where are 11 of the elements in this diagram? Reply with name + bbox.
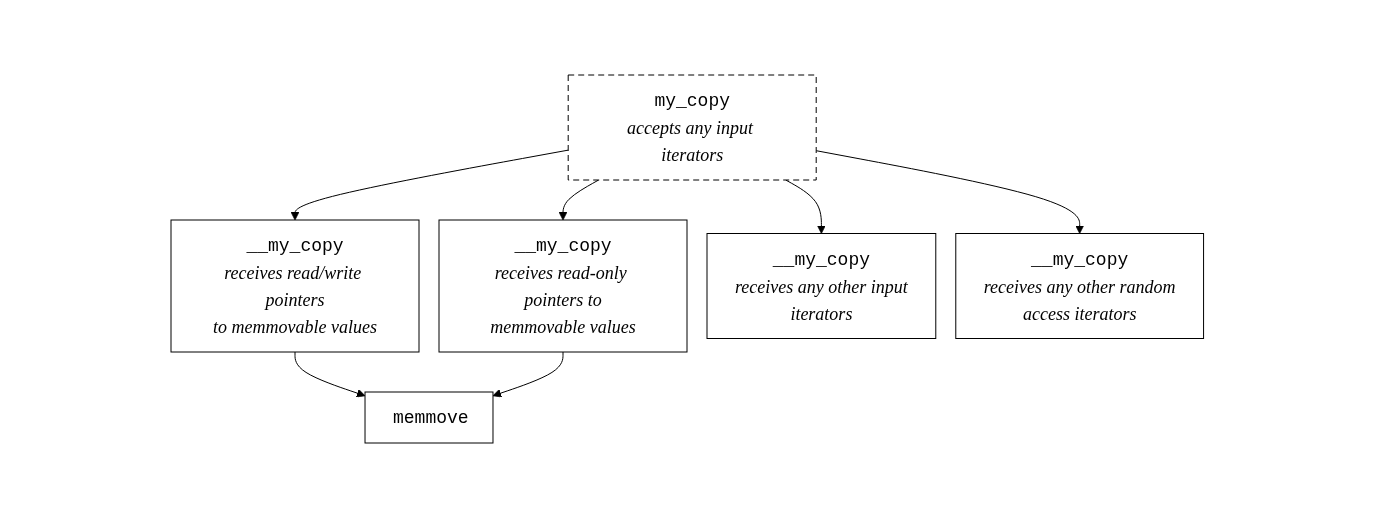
node-box: my_copy accepts any input iterators [567,74,817,181]
node-box: __my_copy receives any other input iterators [706,233,937,339]
arrow [290,149,569,221]
arrow [815,150,1085,234]
node-box: __my_copy receives any other random access iterators [955,233,1205,339]
node-box: memmove [364,391,494,444]
node-box: __my_copy receives read/write pointers to memmovable values [170,219,420,353]
node-box: __my_copy receives read-only pointers to memmovable values [438,219,688,353]
arrow [785,179,826,234]
arrow [492,351,564,398]
arrow [294,351,366,398]
